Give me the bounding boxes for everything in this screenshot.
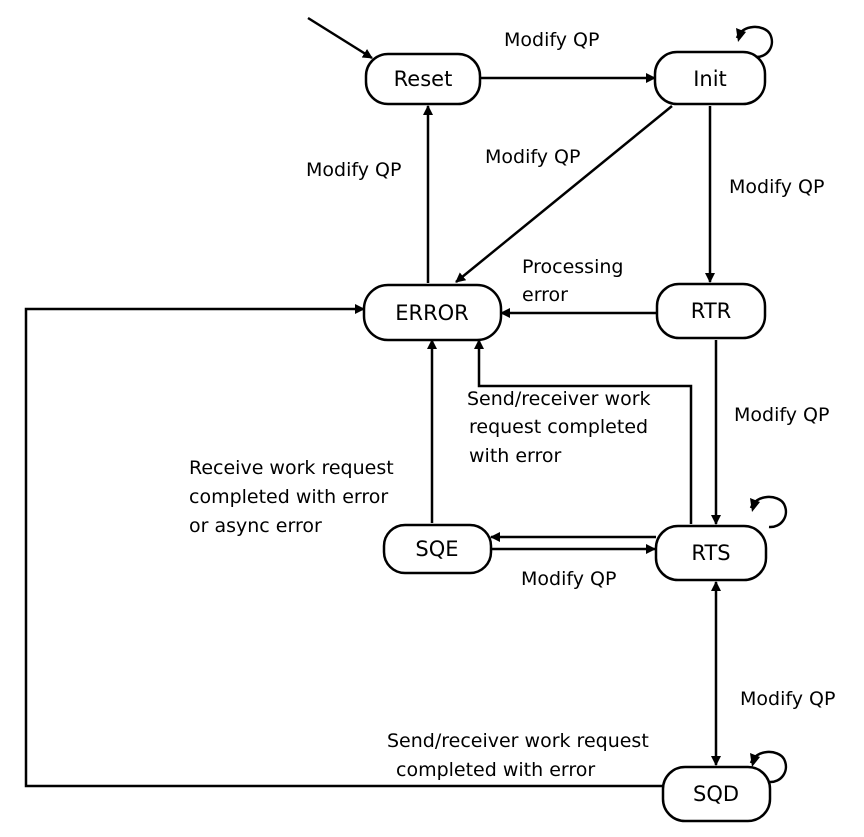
self-loop-rts-arrowhead — [750, 498, 760, 512]
state-reset: Reset — [364, 52, 482, 106]
label-reset-to-init: Modify QP — [504, 29, 599, 51]
state-sqe-label: SQE — [415, 537, 458, 561]
label-rts-to-error-line3: with error — [469, 445, 562, 467]
label-sqd-to-error-line1: Send/receiver work request — [387, 730, 649, 752]
state-rts-label: RTS — [691, 541, 730, 565]
self-loop-init — [735, 25, 774, 59]
label-rtr-to-error-line2: error — [522, 284, 568, 306]
state-sqd-label: SQD — [693, 782, 739, 806]
state-init-label: Init — [693, 67, 727, 91]
label-rtr-to-rts: Modify QP — [734, 404, 829, 426]
self-loop-init-arrowhead — [736, 28, 746, 42]
label-sqe-to-error-line2: completed with error — [189, 486, 388, 508]
state-sqe: SQE — [382, 523, 493, 575]
state-error-label: ERROR — [395, 301, 469, 325]
state-error: ERROR — [362, 283, 503, 342]
label-rts-sqd: Modify QP — [740, 688, 835, 710]
label-sqe-to-error-line3: or async error — [189, 515, 322, 537]
state-init: Init — [653, 50, 767, 106]
state-rtr-label: RTR — [691, 299, 731, 323]
edge-rts-error — [474, 339, 693, 524]
state-rtr: RTR — [655, 282, 767, 340]
self-loop-sqd — [749, 750, 788, 784]
label-init-to-error: Modify QP — [485, 146, 580, 168]
initial-arrow — [307, 16, 373, 60]
label-rts-to-error-line2: request completed — [469, 416, 648, 438]
self-loop-rts — [749, 495, 788, 529]
edge-init-error — [455, 105, 673, 283]
label-sqe-to-error-line1: Receive work request — [189, 457, 394, 479]
label-sqd-to-error-line2: completed with error — [396, 759, 595, 781]
label-error-to-reset: Modify QP — [306, 159, 401, 181]
state-reset-label: Reset — [394, 67, 453, 91]
self-loop-sqd-arrowhead — [750, 753, 760, 767]
label-rtr-to-error-line1: Processing — [522, 256, 623, 278]
state-rts: RTS — [654, 524, 768, 582]
label-rts-to-error-line1: Send/receiver work — [467, 388, 651, 410]
state-sqd: SQD — [661, 765, 772, 823]
edge-sqd-error — [24, 304, 663, 788]
label-init-to-rtr: Modify QP — [729, 176, 824, 198]
label-sqe-to-rts: Modify QP — [521, 568, 616, 590]
